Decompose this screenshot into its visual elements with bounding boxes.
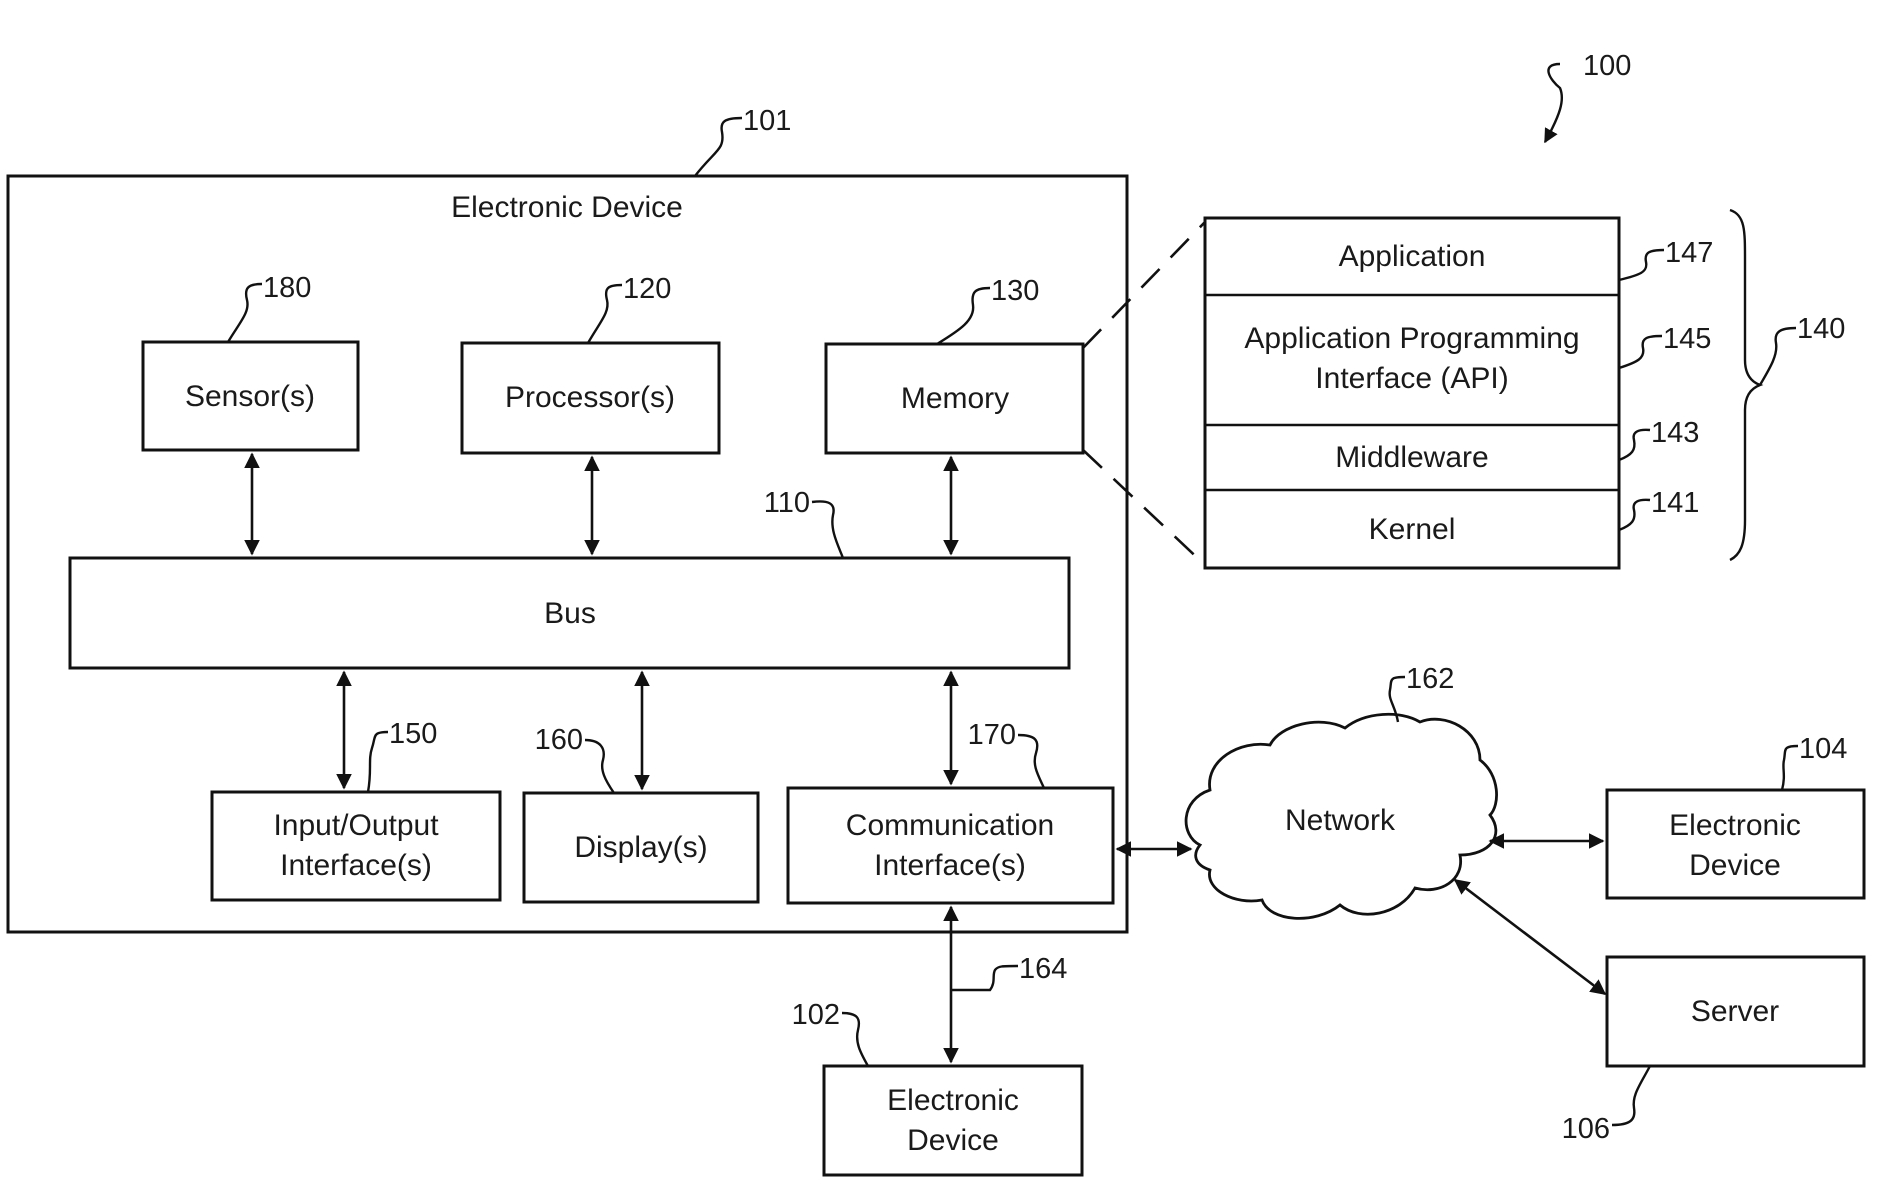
ref-145-text: 145 (1663, 323, 1711, 355)
figure-ref-100: 100 (1545, 50, 1631, 142)
electronic-device-title: Electronic Device (451, 191, 683, 224)
device-104-label-line1: Electronic (1669, 809, 1801, 842)
ref-106-text: 106 (1562, 1113, 1610, 1145)
server-label: Server (1691, 995, 1779, 1028)
stack-layer-kernel-label: Kernel (1369, 513, 1456, 546)
ref-102-text: 102 (792, 999, 840, 1031)
stack-layer-application-label: Application (1339, 240, 1486, 273)
network-server-arrow (1455, 880, 1605, 994)
io-label-line1: Input/Output (273, 809, 439, 842)
display-label: Display(s) (574, 831, 707, 864)
io-label-line2: Interface(s) (280, 849, 432, 882)
electronic-device-102-box (824, 1066, 1082, 1175)
ref-147-text: 147 (1665, 237, 1713, 269)
processor-label: Processor(s) (505, 381, 675, 414)
ref-160-text: 160 (535, 724, 583, 756)
comm-interface-box (788, 788, 1113, 903)
ref-110-text: 110 (764, 487, 810, 519)
ref-164-text: 164 (1019, 953, 1067, 985)
device-104-label-line2: Device (1689, 849, 1781, 882)
ref-180-text: 180 (263, 272, 311, 304)
sensor-label: Sensor(s) (185, 380, 315, 413)
device-102-label-line1: Electronic (887, 1084, 1019, 1117)
ref-170-text: 170 (968, 719, 1016, 751)
ref-141-text: 141 (1651, 487, 1699, 519)
memory-label: Memory (901, 382, 1009, 415)
software-stack: Application Application Programming Inte… (1205, 210, 1845, 568)
ref-140-text: 140 (1797, 313, 1845, 345)
network-cloud: Network 162 (1186, 663, 1497, 918)
device-102-label-line2: Device (907, 1124, 999, 1157)
ref-101-text: 101 (743, 105, 791, 137)
comm-label-line1: Communication (846, 809, 1054, 842)
ref-162-text: 162 (1406, 663, 1454, 695)
network-label: Network (1285, 804, 1396, 837)
stack-layer-api-label-line2: Interface (API) (1315, 362, 1508, 395)
ref-150-text: 150 (389, 718, 437, 750)
stack-brace (1730, 210, 1760, 560)
comm-label-line2: Interface(s) (874, 849, 1026, 882)
bus-label: Bus (544, 597, 596, 630)
ref-130-text: 130 (991, 275, 1039, 307)
ref-101-leader: 101 (695, 105, 791, 176)
ref-120-text: 120 (623, 273, 671, 305)
ref-100-text: 100 (1583, 50, 1631, 82)
stack-layer-api-label-line1: Application Programming (1244, 322, 1579, 355)
stack-layer-middleware-label: Middleware (1335, 441, 1488, 474)
ref-104-text: 104 (1799, 733, 1847, 765)
ref-143-text: 143 (1651, 417, 1699, 449)
